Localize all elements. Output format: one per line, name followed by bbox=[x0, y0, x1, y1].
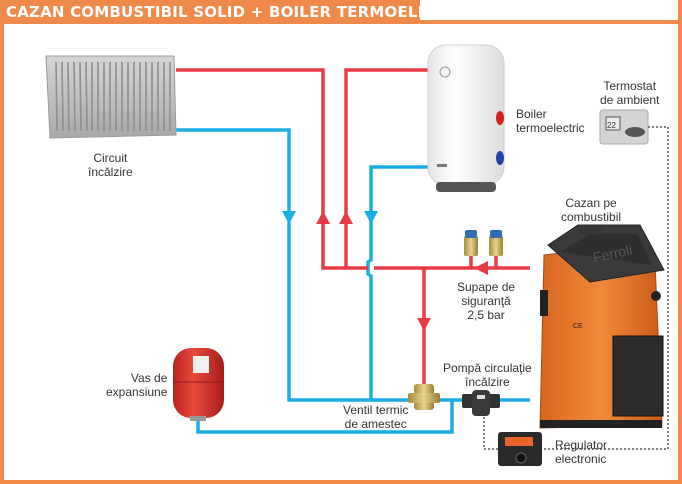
mixing-valve-label: Ventil termic de amestec bbox=[343, 403, 408, 431]
label-line: Regulator bbox=[555, 438, 608, 452]
radiator-icon bbox=[45, 55, 177, 139]
label-line: 2,5 bar bbox=[467, 308, 505, 322]
label-line: Cazan pe bbox=[565, 196, 617, 210]
electronic-controller-icon bbox=[498, 432, 542, 466]
label-line: electronic bbox=[555, 452, 607, 466]
hot-outlet-icon bbox=[496, 111, 504, 125]
label-line: Termostat bbox=[603, 79, 657, 93]
solid-fuel-boiler-label: Cazan pe combustibil solid bbox=[561, 196, 621, 238]
thermostat-label: Termostat de ambient bbox=[600, 79, 659, 107]
label-line: Supape de bbox=[457, 280, 516, 294]
flow-arrows bbox=[282, 211, 488, 331]
expansion-vessel-label: Vas de expansiune bbox=[106, 371, 167, 399]
label-line: Circuit bbox=[93, 151, 128, 165]
thermostat-wire bbox=[483, 126, 669, 450]
label-line: Ventil termic bbox=[343, 403, 409, 417]
temperature-gauge-icon bbox=[439, 66, 451, 78]
safety-valves-icon bbox=[464, 230, 503, 256]
expansion-return-pipe bbox=[196, 400, 454, 434]
cold-inlet-icon bbox=[496, 151, 504, 165]
radiator-label: Circuit încălzire bbox=[88, 151, 133, 179]
label-line: încălzire bbox=[88, 165, 133, 179]
radiator-supply-pipe bbox=[176, 68, 368, 270]
title-underline bbox=[420, 20, 682, 24]
label-line: termoelectric bbox=[516, 121, 585, 135]
diagram-title: CAZAN COMBUSTIBIL SOLID + BOILER TERMOEL… bbox=[6, 3, 479, 21]
boiler-return-pipe bbox=[366, 165, 428, 400]
label-line: solid bbox=[578, 224, 604, 238]
arrow-down-icon bbox=[364, 211, 378, 224]
arrow-up-icon bbox=[339, 211, 353, 224]
controller-label: Regulator electronic bbox=[555, 438, 607, 466]
label-line: Boiler bbox=[516, 107, 547, 121]
boiler-supply-pipe bbox=[344, 68, 428, 268]
thermostat-icon: 22 bbox=[599, 109, 649, 145]
svg-text:CE: CE bbox=[573, 323, 583, 330]
solid-fuel-boiler-icon: Ferroli CE bbox=[539, 224, 665, 429]
label-line: Pompă circulaţie bbox=[443, 361, 532, 375]
label-line: de amestec bbox=[344, 417, 407, 431]
pump-label: Pompă circulaţie încălzire bbox=[443, 361, 532, 389]
arrow-down-icon bbox=[417, 318, 431, 331]
safety-valves-label: Supape de siguranţă 2,5 bar bbox=[457, 280, 515, 322]
svg-text:22: 22 bbox=[607, 121, 616, 130]
label-line: expansiune bbox=[106, 385, 168, 399]
label-line: încălzire bbox=[465, 375, 510, 389]
mixing-valve-icon bbox=[408, 384, 440, 410]
title-bar: CAZAN COMBUSTIBIL SOLID + BOILER TERMOEL… bbox=[0, 0, 478, 24]
label-line: de ambient bbox=[600, 93, 660, 107]
arrow-up-icon bbox=[316, 211, 330, 224]
circulation-pump-icon bbox=[462, 390, 500, 416]
expansion-vessel-icon bbox=[173, 348, 224, 421]
arrow-down-icon bbox=[282, 211, 296, 224]
radiator-return-pipe bbox=[176, 128, 418, 402]
label-line: combustibil bbox=[561, 210, 622, 224]
label-line: siguranţă bbox=[461, 294, 511, 308]
arrow-left-icon bbox=[474, 261, 488, 275]
boiler-label: Boiler termoelectric bbox=[516, 107, 585, 135]
label-line: Vas de bbox=[130, 371, 168, 385]
electric-boiler-icon bbox=[427, 44, 505, 192]
